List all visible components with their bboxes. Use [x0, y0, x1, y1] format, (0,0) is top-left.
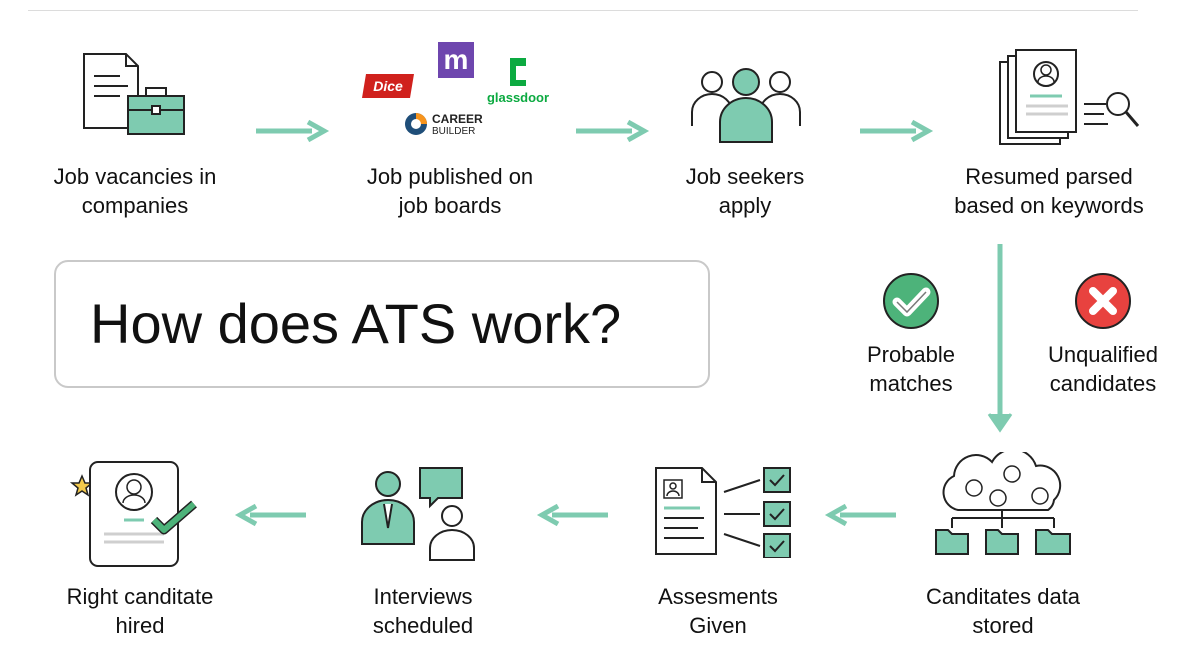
briefcase-document-icon: [80, 52, 190, 142]
cloud-folders-icon: [932, 452, 1074, 558]
arrow-left-2: [536, 503, 610, 527]
arrow-down: [986, 244, 1014, 436]
people-group-icon: [686, 64, 806, 144]
resume-search-icon: [996, 48, 1146, 148]
arrow-right-1: [256, 119, 330, 143]
title-box: How does ATS work?: [54, 260, 710, 388]
arrow-right-2: [576, 119, 650, 143]
assessment-checklist-icon: [654, 462, 796, 558]
x-circle-icon: [1074, 272, 1132, 330]
monster-logo: m: [438, 42, 474, 78]
svg-text:Dice: Dice: [373, 78, 403, 94]
svg-text:glassdoor: glassdoor: [487, 90, 549, 105]
svg-text:BUILDER: BUILDER: [432, 126, 475, 137]
check-circle-icon: [882, 272, 940, 330]
top-divider: [28, 10, 1138, 11]
job-board-logos: Dice m glassdoor CAREER BUILDER: [360, 42, 560, 142]
arrow-left-1: [824, 503, 898, 527]
dice-logo: Dice: [360, 72, 416, 100]
page-title: How does ATS work?: [90, 292, 622, 355]
hired-resume-icon: [68, 458, 202, 570]
glassdoor-logo: glassdoor: [486, 56, 550, 106]
svg-text:CAREER: CAREER: [432, 112, 483, 126]
arrow-right-3: [860, 119, 934, 143]
arrow-left-3: [234, 503, 308, 527]
careerbuilder-logo: CAREER BUILDER: [404, 110, 504, 140]
svg-text:m: m: [444, 44, 469, 75]
interview-people-icon: [358, 464, 478, 564]
